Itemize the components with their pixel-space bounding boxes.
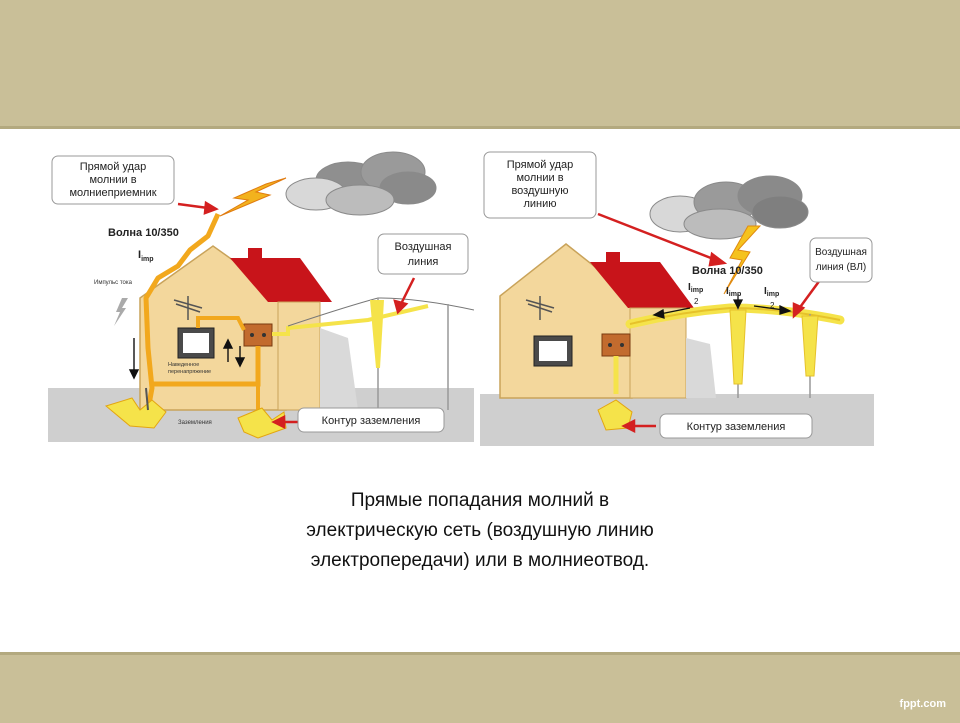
right-callout-strike-line4: линию — [523, 198, 556, 210]
right-lightning-bolt — [723, 225, 762, 295]
right-wave-label: Волна 10/350 — [692, 265, 763, 277]
left-annex — [277, 301, 321, 411]
left-cloud — [285, 151, 437, 216]
left-induced-line2: перенапряжение — [168, 369, 211, 375]
left-small-bolt — [114, 298, 128, 326]
right-callout-line-line2: линия (ВЛ) — [816, 262, 867, 273]
right-current-left: Iimp — [688, 282, 703, 294]
right-callout-line-line1: Воздушная — [815, 247, 867, 258]
left-callout-strike-line3: молниеприемник — [69, 187, 156, 199]
left-ground-splash-1 — [104, 397, 167, 429]
right-callout-strike — [483, 151, 597, 219]
right-red-arrows — [597, 212, 822, 434]
right-cloud — [649, 175, 809, 240]
left-wave-label: Волна 10/350 — [108, 227, 179, 239]
left-induced-line1: Наведенное — [168, 362, 199, 368]
left-current-label: Iimp — [138, 249, 154, 263]
right-current-right: Iimp — [764, 286, 779, 298]
bottom-band — [0, 652, 960, 723]
left-red-arrows — [177, 200, 416, 430]
left-callout-strike-line2: молнии в — [89, 174, 136, 186]
left-diagram: Прямой удар молнии в молниеприемник Волн… — [48, 148, 474, 442]
left-callout-line-line1: Воздушная — [394, 241, 451, 253]
right-junction-box — [601, 333, 631, 357]
left-current-pulse-label: Импульс тока — [94, 280, 133, 286]
caption-line-1: Прямые попадания молний в — [350, 490, 610, 511]
right-current-center: Iimp — [726, 286, 741, 298]
left-callout-ground — [297, 407, 445, 433]
left-callout-line — [377, 233, 469, 275]
right-callout-strike-line1: Прямой удар — [507, 159, 574, 171]
right-callout-ground-label: Контур заземления — [687, 421, 786, 433]
right-current-right-half: 2 — [770, 301, 775, 310]
left-callout-strike-line1: Прямой удар — [80, 161, 147, 173]
left-junction-box — [243, 323, 273, 347]
left-grounding-small-label: Заземления — [178, 420, 212, 426]
right-roof — [590, 262, 694, 308]
left-roof-surge — [143, 212, 221, 411]
right-ground-splash — [597, 399, 633, 431]
right-current-left-half: 2 — [694, 297, 699, 306]
left-callout-ground-label: Контур заземления — [322, 415, 421, 427]
watermark: fppt.com — [899, 698, 946, 710]
top-band — [0, 0, 960, 129]
right-antenna-icon — [525, 296, 555, 320]
slide-caption: Прямые попадания молний в электрическую … — [200, 486, 760, 576]
antenna-icon — [173, 296, 203, 320]
left-callout-strike — [51, 155, 175, 205]
left-lightning-bolt — [219, 177, 287, 217]
right-callout-strike-line2: молнии в — [516, 172, 563, 184]
left-roof — [230, 258, 332, 302]
left-internal-wiring — [196, 316, 246, 331]
caption-line-2: электрическую сеть (воздушную линию — [306, 520, 654, 541]
left-callout-line-line2: линия — [408, 256, 439, 268]
caption-line-3: электропередачи) или в молниеотвод. — [310, 550, 650, 571]
right-callout-line — [809, 237, 873, 283]
right-diagram: Прямой удар молнии в воздушную линию Вол… — [480, 148, 874, 446]
right-callout-ground — [659, 413, 813, 439]
right-callout-strike-line3: воздушную — [511, 185, 568, 197]
